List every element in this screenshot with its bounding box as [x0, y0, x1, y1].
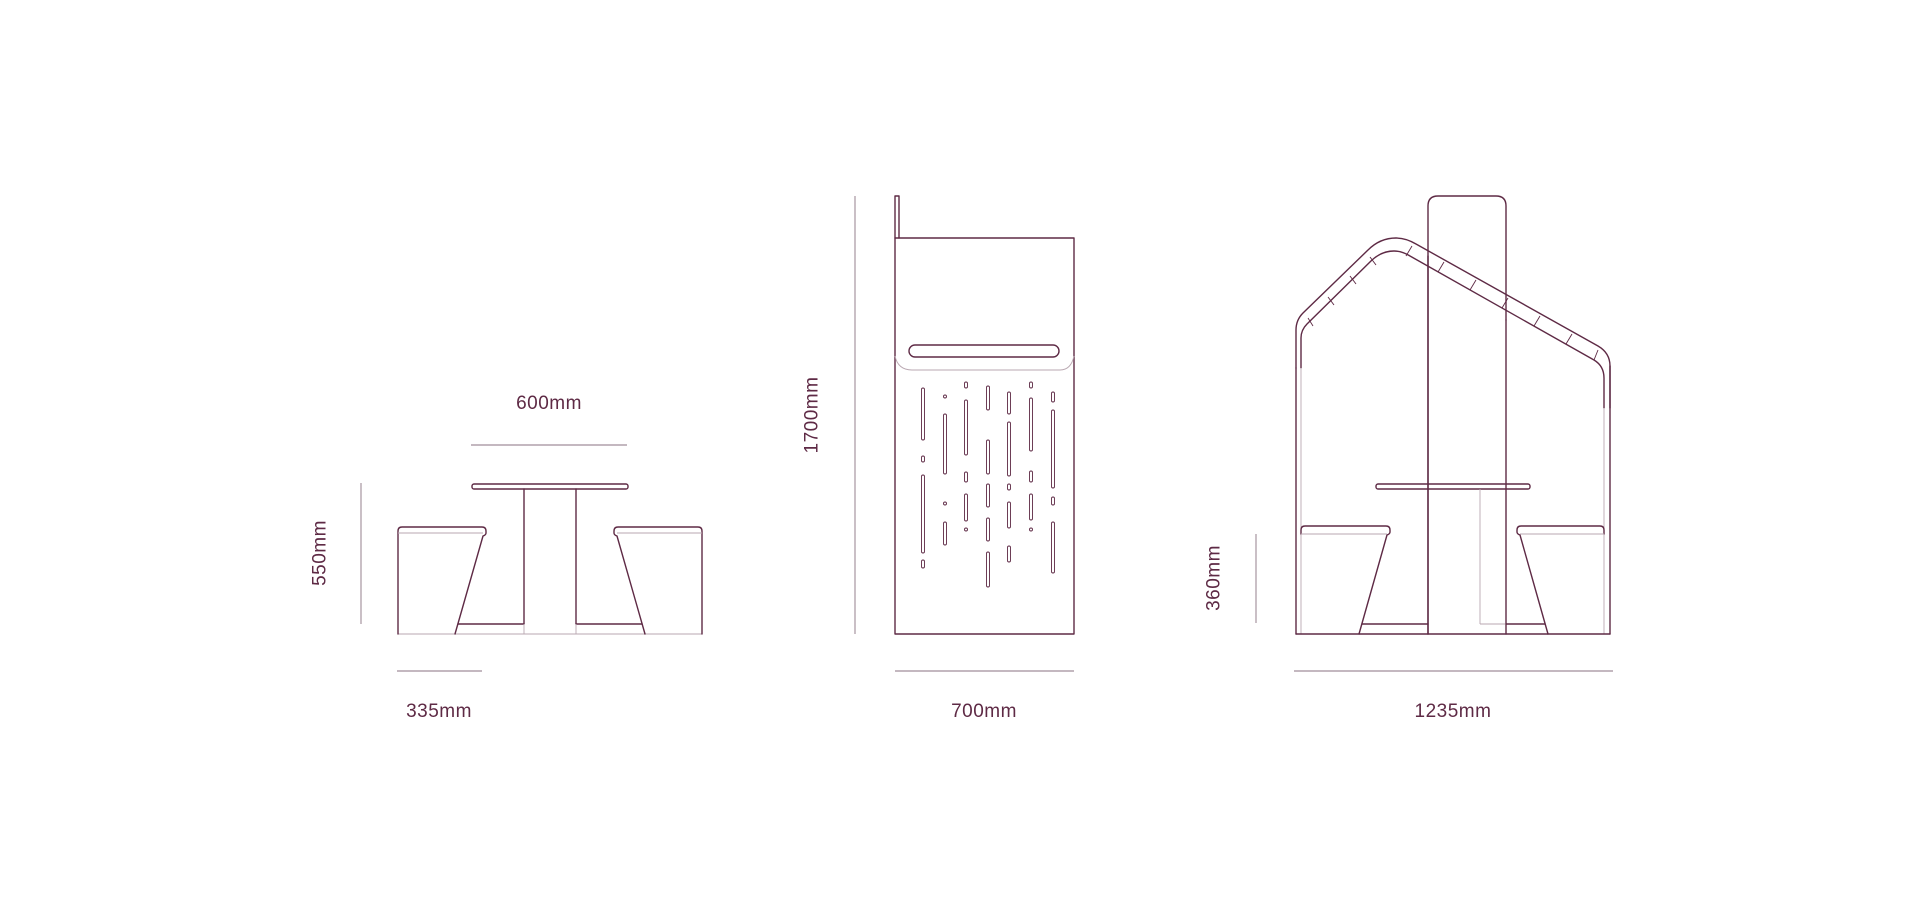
dimension-label-table-top-width: 600mm — [516, 393, 582, 414]
perforation-slot — [921, 455, 925, 463]
panel-perforations — [921, 381, 1055, 588]
pod-roof-ribs — [1307, 245, 1599, 361]
perforation-slot — [1029, 470, 1033, 483]
perforation-slot — [1029, 527, 1033, 532]
pod-table-top — [1375, 483, 1531, 490]
perforation-slot — [964, 493, 968, 522]
perforation-slot — [1051, 496, 1055, 506]
pod-front-view — [1255, 195, 1613, 672]
perforation-slot — [1007, 483, 1011, 491]
perforation-slot — [1007, 391, 1011, 415]
dimension-label-pod-width: 1235mm — [1414, 701, 1492, 722]
pod-bench-left — [1300, 525, 1391, 635]
panel-slot — [908, 344, 1060, 358]
perforation-slot — [986, 439, 990, 475]
roof-rib — [1307, 317, 1314, 327]
pod-tower — [1427, 195, 1507, 635]
roof-rib — [1533, 315, 1541, 327]
perforation-slot — [921, 474, 925, 554]
perforation-slot — [1029, 381, 1033, 389]
perforation-slot — [943, 521, 947, 546]
dimension-label-seat-height: 360mm — [1203, 545, 1225, 611]
perforation-slot — [1029, 397, 1033, 452]
roof-rib — [1565, 333, 1573, 345]
roof-rib — [1327, 296, 1335, 306]
dimension-label-table-height: 550mm — [309, 520, 331, 586]
stool-left — [397, 526, 487, 635]
perforation-slot — [1051, 521, 1055, 574]
roof-rib — [1469, 279, 1477, 291]
roof-rib — [1437, 261, 1445, 273]
stool-right — [613, 526, 703, 635]
table-set-front-view — [360, 444, 703, 672]
roof-rib — [1501, 297, 1509, 309]
perforation-slot — [964, 527, 968, 532]
pod-roof-outer — [1295, 237, 1611, 409]
panel-post — [894, 195, 900, 239]
pod-bench-right — [1516, 525, 1605, 635]
roof-rib — [1405, 245, 1413, 257]
perforation-slot — [943, 501, 947, 506]
panel-upper-section — [894, 355, 1075, 371]
perforation-slot — [986, 483, 990, 508]
perforation-slot — [1007, 421, 1011, 477]
roof-rib — [1593, 349, 1599, 361]
perforation-slot — [964, 471, 968, 483]
perforation-slot — [921, 387, 925, 441]
perforation-slot — [986, 385, 990, 411]
perforation-slot — [1051, 391, 1055, 403]
perforation-slot — [943, 413, 947, 475]
perforation-slot — [921, 559, 925, 569]
perforation-slot — [1007, 501, 1011, 529]
table-top — [471, 483, 629, 490]
perforation-slot — [986, 517, 990, 542]
pod-roof-inner — [1300, 250, 1605, 409]
perforation-slot — [1029, 493, 1033, 521]
screen-panel-view — [854, 195, 1075, 672]
perforation-slot — [964, 399, 968, 456]
panel-body — [894, 237, 1075, 635]
dimension-label-panel-height: 1700mm — [801, 376, 823, 454]
perforation-slot — [1007, 545, 1011, 563]
perforation-slot — [986, 551, 990, 588]
perforation-slot — [964, 381, 968, 389]
roof-rib — [1349, 275, 1357, 285]
roof-rib — [1369, 256, 1377, 266]
dimension-label-panel-width: 700mm — [951, 701, 1017, 722]
dimension-label-stool-width: 335mm — [406, 701, 472, 722]
perforation-slot — [943, 394, 947, 399]
perforation-slot — [1051, 409, 1055, 489]
